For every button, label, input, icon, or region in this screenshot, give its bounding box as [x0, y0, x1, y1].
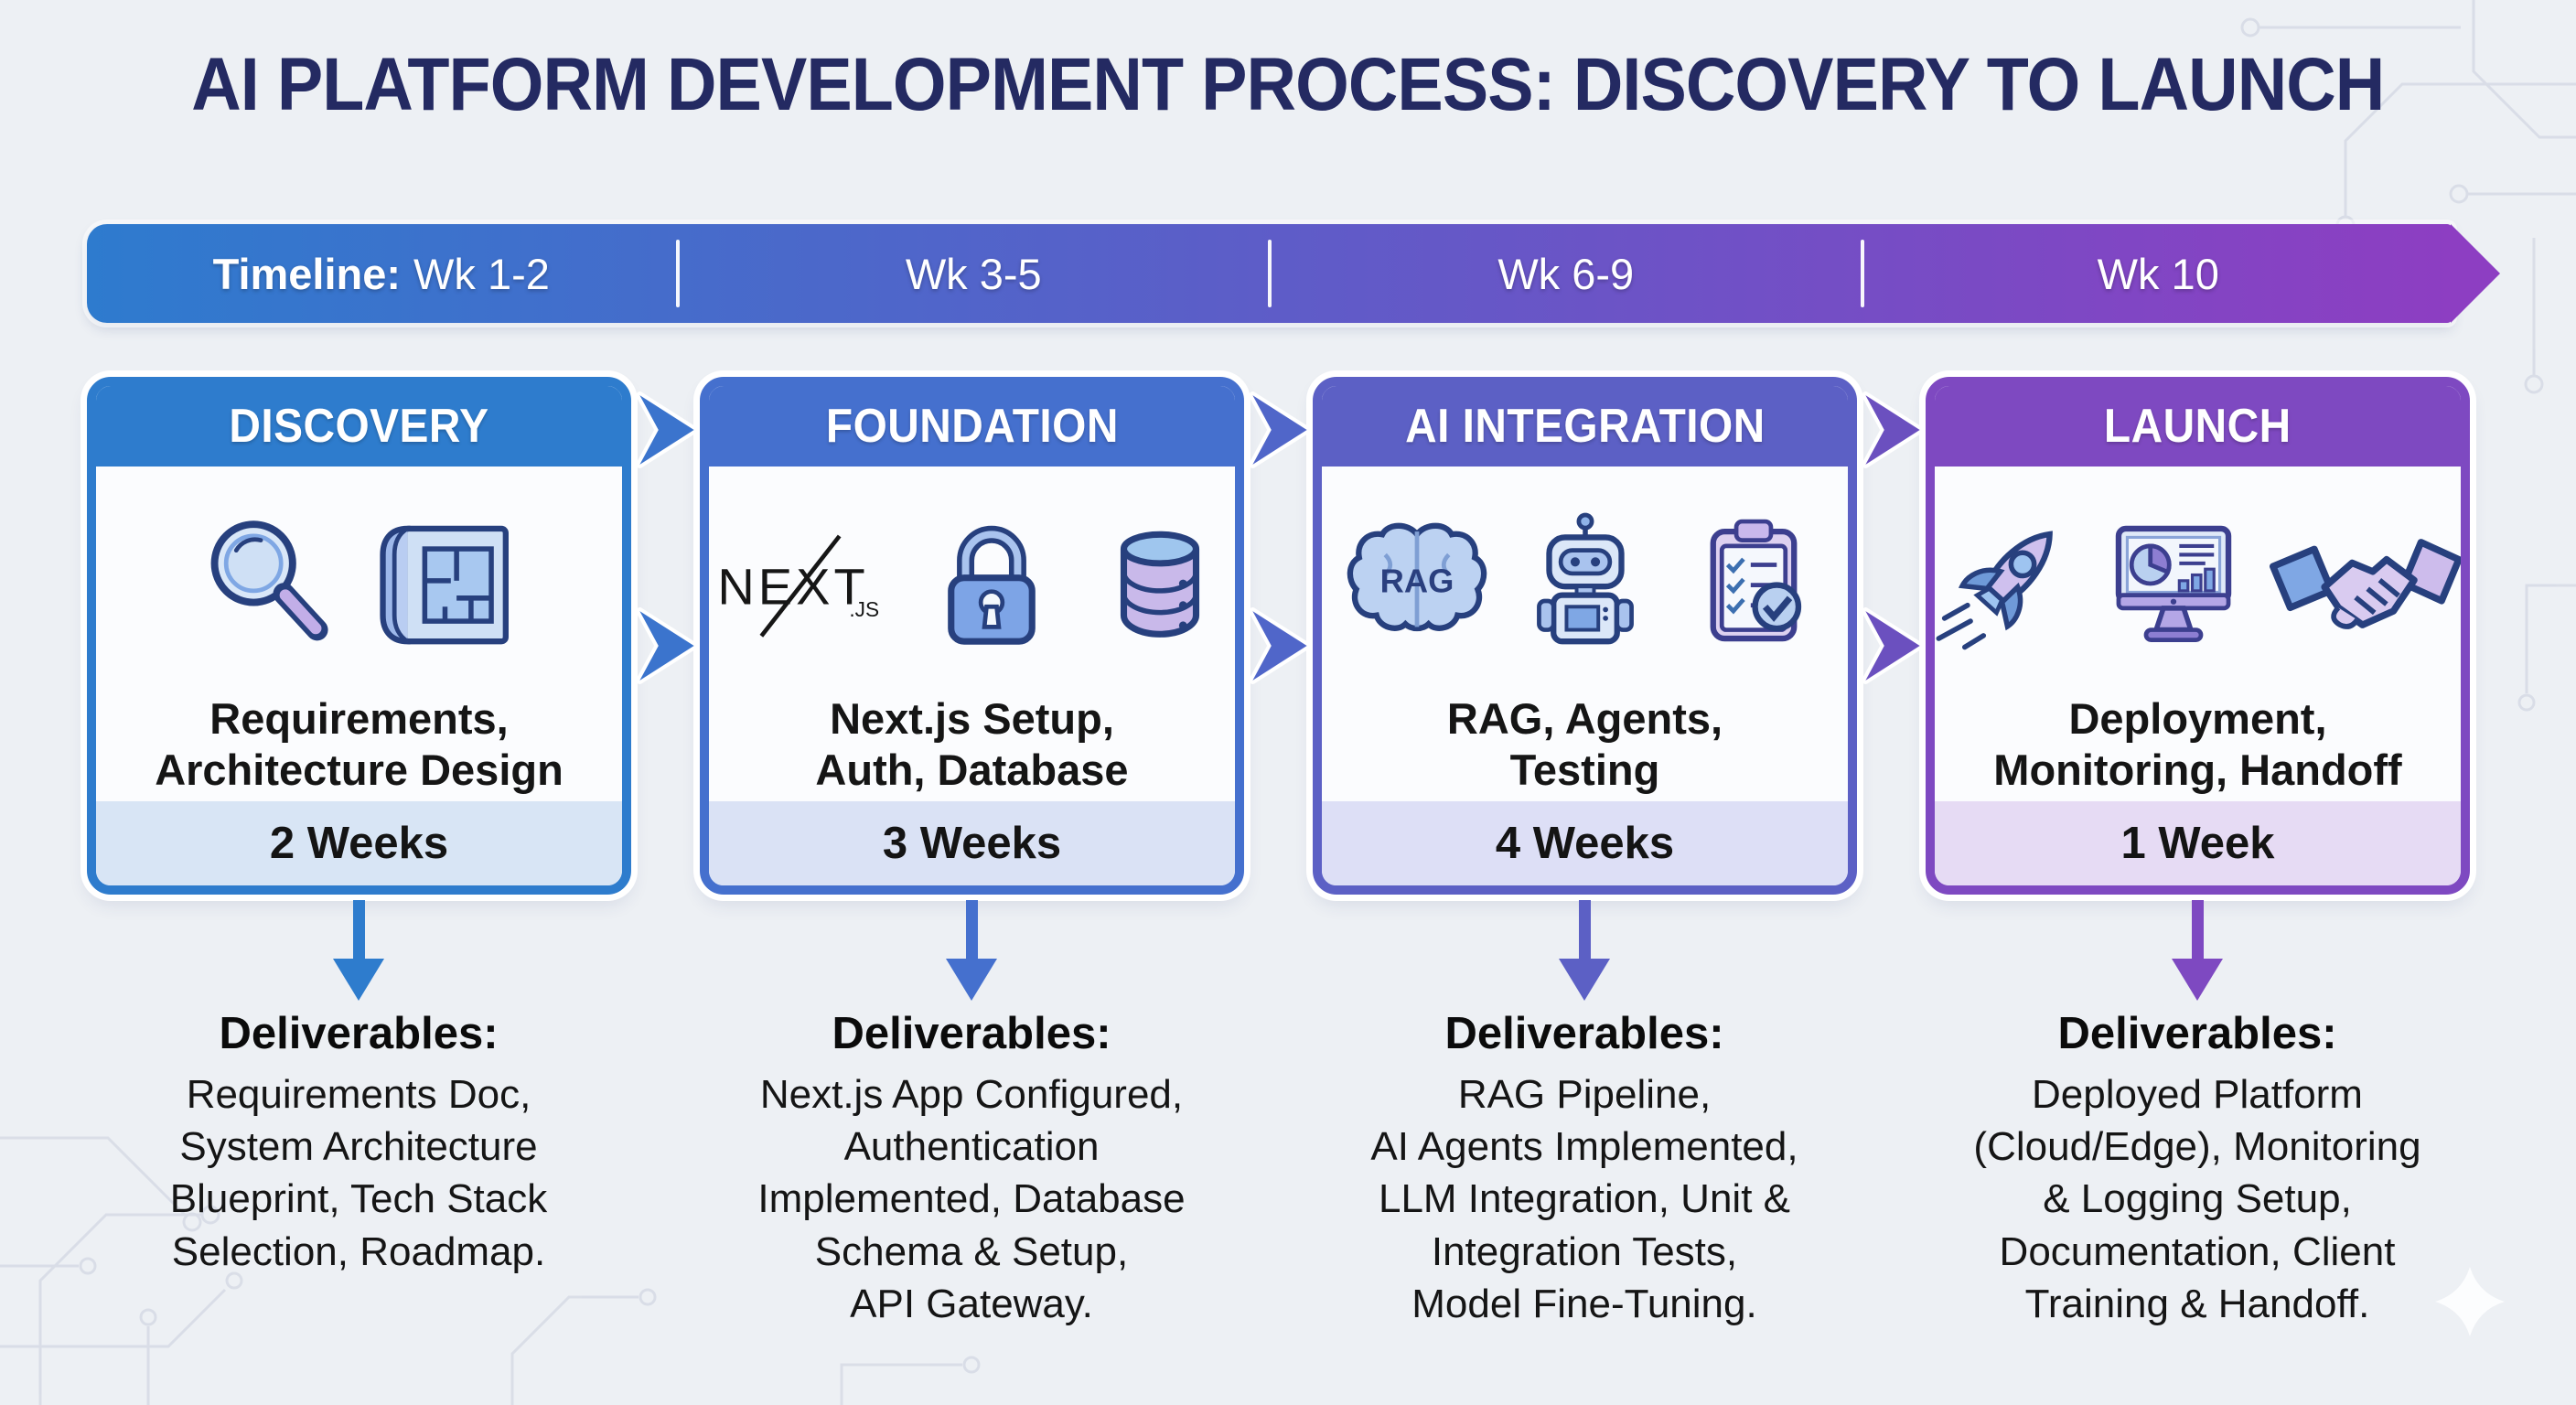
stage-icons-foundation: NEXT .JS — [713, 494, 1232, 673]
down-arrow-launch — [2172, 900, 2223, 1001]
connector-arrow-right — [1859, 388, 1927, 472]
stage-duration-launch: 1 Week — [1935, 801, 2461, 885]
deliverables-launch: Deliverables: Deployed Platform (Cloud/E… — [1895, 1008, 2499, 1330]
database-icon — [1120, 531, 1199, 638]
timeline-segment-1: Timeline:Wk 1-2 — [87, 249, 676, 299]
stage-description-discovery: Requirements, Architecture Design — [155, 694, 564, 795]
stage-header-ai-integration: AI INTEGRATION — [1322, 386, 1848, 467]
timeline-segment-4: Wk 10 — [1864, 249, 2453, 299]
connector-arrow-right — [1246, 388, 1314, 472]
svg-text:RAG: RAG — [1379, 562, 1454, 599]
deliverables-text: Requirements Doc, System Architecture Bl… — [169, 1072, 548, 1274]
stage-header-foundation: FOUNDATION — [709, 386, 1235, 467]
rag-brain-icon: RAG — [1347, 522, 1487, 632]
stage-body-launch: Deployment, Monitoring, Handoff — [1935, 467, 2461, 801]
svg-text:.JS: .JS — [849, 597, 879, 621]
padlock-icon — [947, 525, 1036, 645]
timeline-label-wk3: Wk 6-9 — [1497, 249, 1635, 298]
deliverables-text: RAG Pipeline, AI Agents Implemented, LLM… — [1370, 1072, 1798, 1326]
deliverables-heading: Deliverables: — [219, 1009, 499, 1058]
stage-body-ai-integration: RAG — [1322, 467, 1848, 801]
timeline-divider — [1268, 240, 1272, 307]
stage-card-discovery: DISCOVERY Requirements, Archi — [87, 377, 631, 895]
deliverables-heading: Deliverables: — [2057, 1009, 2337, 1058]
connector-arrow-right — [633, 604, 701, 688]
stage-description-foundation: Next.js Setup, Auth, Database — [815, 694, 1129, 795]
monitor-chart-icon — [2115, 525, 2232, 642]
timeline-label-wk4: Wk 10 — [2097, 249, 2219, 298]
deliverables-ai-integration: Deliverables: RAG Pipeline, AI Agents Im… — [1283, 1008, 1886, 1330]
stage-card-launch: LAUNCH — [1926, 377, 2470, 895]
down-arrow-ai-integration — [1559, 900, 1610, 1001]
deliverables-heading: Deliverables: — [832, 1009, 1111, 1058]
connector-arrow-right — [1246, 604, 1314, 688]
timeline-label-wk2: Wk 3-5 — [905, 249, 1042, 298]
stage-icons-launch — [1935, 494, 2461, 673]
timeline-bar: Timeline:Wk 1-2 Wk 3-5 Wk 6-9 Wk 10 — [87, 224, 2453, 323]
down-arrow-foundation — [946, 900, 997, 1001]
deliverables-foundation: Deliverables: Next.js App Configured, Au… — [670, 1008, 1273, 1330]
rocket-icon — [1936, 531, 2054, 650]
nextjs-logo: NEXT .JS — [717, 534, 879, 638]
timeline-divider — [675, 240, 680, 307]
stage-body-foundation: NEXT .JS — [709, 467, 1235, 801]
svg-text:NEXT: NEXT — [717, 558, 868, 616]
stage-header-discovery: DISCOVERY — [96, 386, 622, 467]
stage-card-ai-integration: AI INTEGRATION RAG — [1313, 377, 1857, 895]
timeline-label-prefix: Timeline: — [212, 249, 402, 298]
timeline-segment-3: Wk 6-9 — [1272, 249, 1861, 299]
robot-icon — [1536, 512, 1634, 645]
timeline-label-wk1: Wk 1-2 — [413, 249, 550, 298]
timeline-arrow-tip — [2451, 224, 2500, 323]
timeline-divider — [1860, 240, 1864, 307]
stage-header-launch: LAUNCH — [1935, 386, 2461, 467]
stage-duration-ai-integration: 4 Weeks — [1322, 801, 1848, 885]
page-title: AI PLATFORM DEVELOPMENT PROCESS: DISCOVE… — [191, 43, 2385, 126]
stage-description-ai-integration: RAG, Agents, Testing — [1446, 694, 1723, 795]
blueprint-icon — [379, 525, 509, 645]
deliverables-text: Next.js App Configured, Authentication I… — [757, 1072, 1186, 1326]
handshake-icon — [2270, 539, 2461, 629]
stage-body-discovery: Requirements, Architecture Design — [96, 467, 622, 801]
stage-icons-ai-integration: RAG — [1345, 494, 1826, 673]
deliverables-heading: Deliverables: — [1444, 1009, 1724, 1058]
connector-arrow-right — [633, 388, 701, 472]
stage-icons-discovery — [196, 494, 523, 673]
magnifier-icon — [210, 520, 328, 641]
timeline-segment-2: Wk 3-5 — [680, 249, 1269, 299]
stage-duration-foundation: 3 Weeks — [709, 801, 1235, 885]
deliverables-text: Deployed Platform (Cloud/Edge), Monitori… — [1973, 1072, 2421, 1326]
stage-description-launch: Deployment, Monitoring, Handoff — [1993, 694, 2402, 795]
deliverables-discovery: Deliverables: Requirements Doc, System A… — [57, 1008, 660, 1278]
checklist-icon — [1710, 519, 1801, 642]
connector-arrow-right — [1859, 604, 1927, 688]
down-arrow-discovery — [333, 900, 384, 1001]
sparkle-decoration — [2435, 1267, 2505, 1336]
stage-duration-discovery: 2 Weeks — [96, 801, 622, 885]
stage-card-foundation: FOUNDATION NEXT .JS — [700, 377, 1244, 895]
